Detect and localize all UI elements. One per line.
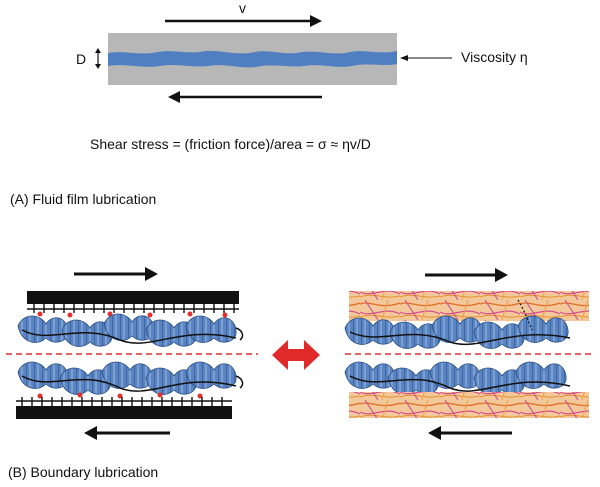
caption-boundary: (B) Boundary lubrication — [8, 464, 159, 480]
left-bottom-brush — [16, 397, 232, 406]
right-bottom-fiber-network — [349, 392, 589, 418]
left-bottom-arrow-left — [84, 426, 170, 440]
viscosity-pointer — [400, 55, 452, 61]
velocity-label: v — [239, 0, 246, 16]
fluid-film — [108, 50, 397, 68]
thickness-label: D — [76, 51, 87, 67]
right-top-arrow-right — [425, 268, 508, 282]
left-top-brush — [27, 304, 239, 313]
left-top-red-dots — [37, 311, 228, 318]
equivalence-double-arrow — [272, 340, 320, 370]
left-bottom-red-dots — [37, 392, 203, 399]
right-upper-polymer-layer — [344, 299, 571, 349]
velocity-arrow-right — [165, 15, 322, 27]
shear-stress-formula: Shear stress = (friction force)/area = σ… — [90, 136, 371, 152]
left-bottom-surface — [16, 406, 232, 419]
thickness-arrow — [95, 48, 101, 69]
right-bottom-arrow-left — [428, 426, 512, 440]
left-upper-polymer-layer — [17, 313, 244, 347]
viscosity-label: Viscosity η — [461, 49, 528, 65]
right-top-fiber-network — [349, 291, 589, 321]
left-top-arrow-right — [74, 267, 158, 281]
right-boundary-illustration — [344, 268, 592, 440]
caption-fluid-film: (A) Fluid film lubrication — [10, 191, 157, 207]
right-lower-polymer-layer — [344, 361, 571, 395]
left-top-surface — [27, 291, 239, 304]
velocity-arrow-left — [168, 91, 322, 103]
left-lower-polymer-layer — [17, 361, 244, 395]
left-boundary-illustration — [6, 267, 258, 440]
